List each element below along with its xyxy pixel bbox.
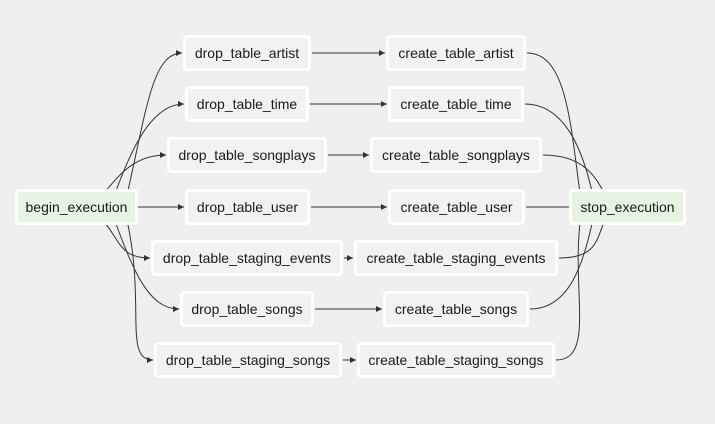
task-create-table-user[interactable]: create_table_user — [388, 189, 525, 225]
task-create-table-songs[interactable]: create_table_songs — [383, 291, 529, 327]
edge-begin-to-drop_songs — [113, 216, 180, 312]
task-begin-execution[interactable]: begin_execution — [15, 189, 138, 225]
edge-begin-to-drop_time — [113, 101, 185, 198]
task-drop-table-staging-songs[interactable]: drop_table_staging_songs — [154, 342, 342, 378]
task-drop-table-artist[interactable]: drop_table_artist — [183, 35, 311, 71]
edge-begin-to-drop_staging_songs — [125, 216, 154, 363]
task-create-table-time[interactable]: create_table_time — [388, 86, 524, 122]
task-drop-table-staging-events[interactable]: drop_table_staging_events — [151, 240, 343, 276]
edge-create_artist-to-stop — [526, 52, 583, 198]
task-create-table-staging-songs[interactable]: create_table_staging_songs — [357, 342, 555, 378]
edge-create_time-to-stop — [524, 103, 595, 198]
task-create-table-artist[interactable]: create_table_artist — [386, 35, 526, 71]
task-create-table-staging-events[interactable]: create_table_staging_events — [354, 240, 558, 276]
edge-begin-to-drop_artist — [126, 50, 183, 198]
edge-create_songs-to-stop — [529, 216, 596, 310]
edge-create_staging_songs-to-stop — [555, 216, 583, 361]
task-create-table-songplays[interactable]: create_table_songplays — [370, 137, 542, 173]
task-stop-execution[interactable]: stop_execution — [569, 189, 686, 225]
task-drop-table-user[interactable]: drop_table_user — [185, 189, 310, 225]
task-drop-table-time[interactable]: drop_table_time — [185, 86, 309, 122]
task-drop-table-songplays[interactable]: drop_table_songplays — [167, 137, 327, 173]
task-drop-table-songs[interactable]: drop_table_songs — [180, 291, 314, 327]
